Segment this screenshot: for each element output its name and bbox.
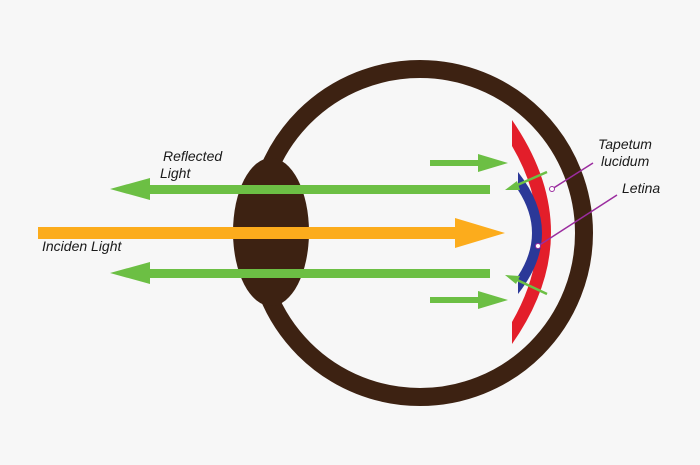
incident-light-label: Inciden Light — [42, 238, 123, 254]
tapetum-leader-dot — [549, 186, 555, 192]
diagonal-shaft-lower — [514, 277, 548, 296]
diagonal-head-lower — [505, 275, 520, 284]
reflected-head-upper — [110, 178, 150, 200]
reflected-light-arrow-lower — [110, 262, 490, 284]
incoming-head-upper — [478, 154, 508, 172]
tapetum-label-line1: Tapetum — [598, 136, 652, 152]
incoming-shaft-lower — [430, 297, 480, 303]
retina-leader-line — [537, 194, 618, 247]
retina-label: Letina — [622, 180, 660, 196]
incoming-head-lower — [478, 291, 508, 309]
tapetum-lucidum — [512, 120, 551, 344]
incident-light-head — [455, 218, 505, 248]
incoming-shaft-upper — [430, 160, 480, 166]
diagonal-shaft-upper — [514, 170, 548, 188]
reflected-light-label-line2: Light — [160, 165, 191, 181]
incoming-arrow-upper — [430, 154, 508, 172]
retina — [518, 172, 542, 294]
diagonal-arrow-lower — [505, 275, 548, 296]
reflected-shaft-upper — [148, 185, 490, 194]
reflected-light-label-line1: Reflected — [163, 148, 223, 164]
incoming-arrow-lower — [430, 291, 508, 309]
incident-light-arrow — [38, 218, 505, 248]
tapetum-leader-line — [551, 162, 594, 190]
retina-leader-dot — [535, 243, 541, 249]
diagonal-arrow-upper — [505, 170, 548, 190]
diagonal-head-upper — [505, 181, 520, 190]
reflected-shaft-lower — [148, 269, 490, 278]
incident-light-shaft — [38, 227, 458, 239]
reflected-head-lower — [110, 262, 150, 284]
reflected-light-arrow-upper — [110, 178, 490, 200]
tapetum-label-line2: lucidum — [601, 153, 650, 169]
